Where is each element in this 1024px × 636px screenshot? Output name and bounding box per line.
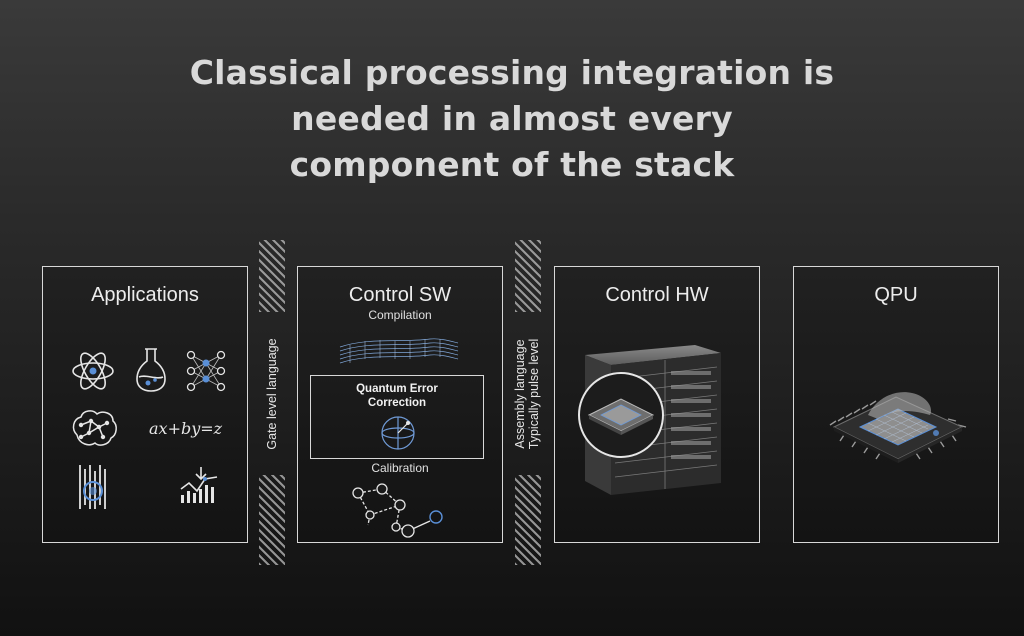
title-line-1: Classical processing integration is xyxy=(189,53,835,92)
flask-icon xyxy=(136,348,166,392)
separator-hatch-bottom-1 xyxy=(259,475,285,565)
separator-hatch-top-2 xyxy=(515,240,541,312)
calibration-label: Calibration xyxy=(371,461,429,475)
control-sw-title: Control SW xyxy=(348,284,452,306)
compilation-wave-icon xyxy=(339,338,459,364)
title-line-2: needed in almost every xyxy=(291,99,733,138)
qec-title-line-1: Quantum Error xyxy=(356,383,438,395)
separator-hatch-bottom-2 xyxy=(515,475,541,565)
qec-title: Quantum Error Correction xyxy=(311,382,483,410)
assembly-label-line-1: Assembly language xyxy=(513,339,527,449)
trend-chart-icon xyxy=(180,467,218,503)
applications-panel: Applications xyxy=(42,266,248,543)
equation-icon: ax+by=z xyxy=(149,419,223,438)
calibration-graph-icon xyxy=(352,483,443,538)
applications-title: Applications xyxy=(91,284,199,306)
control-sw-panel: Control SW Compilation Quantum Error Cor… xyxy=(297,266,503,543)
atom-icon xyxy=(72,352,114,390)
title-line-3: component of the stack xyxy=(289,145,735,184)
qec-box: Quantum Error Correction xyxy=(310,375,484,459)
neural-network-icon xyxy=(186,350,226,392)
separator-hatch-top-1 xyxy=(259,240,285,312)
brain-network-icon xyxy=(72,410,117,446)
chip-magnifier-icon xyxy=(578,372,664,458)
slide-title: Classical processing integration is need… xyxy=(0,50,1024,188)
qpu-panel: QPU xyxy=(793,266,999,543)
qpu-chip-icon xyxy=(829,392,967,463)
assembly-label-line-2: Typically pulse level xyxy=(527,338,541,450)
qpu-title: QPU xyxy=(874,284,918,306)
control-hw-title: Control HW xyxy=(605,284,709,306)
binary-data-icon xyxy=(79,465,106,509)
compilation-label: Compilation xyxy=(368,308,432,322)
bloch-sphere-icon xyxy=(381,416,415,450)
gate-level-label: Gate level language xyxy=(265,338,279,450)
assembly-label: Assembly language Typically pulse level xyxy=(513,319,541,469)
equation-text: ax+by=z xyxy=(149,419,223,438)
control-hw-panel: Control HW xyxy=(554,266,760,543)
qec-title-line-2: Correction xyxy=(367,397,427,409)
